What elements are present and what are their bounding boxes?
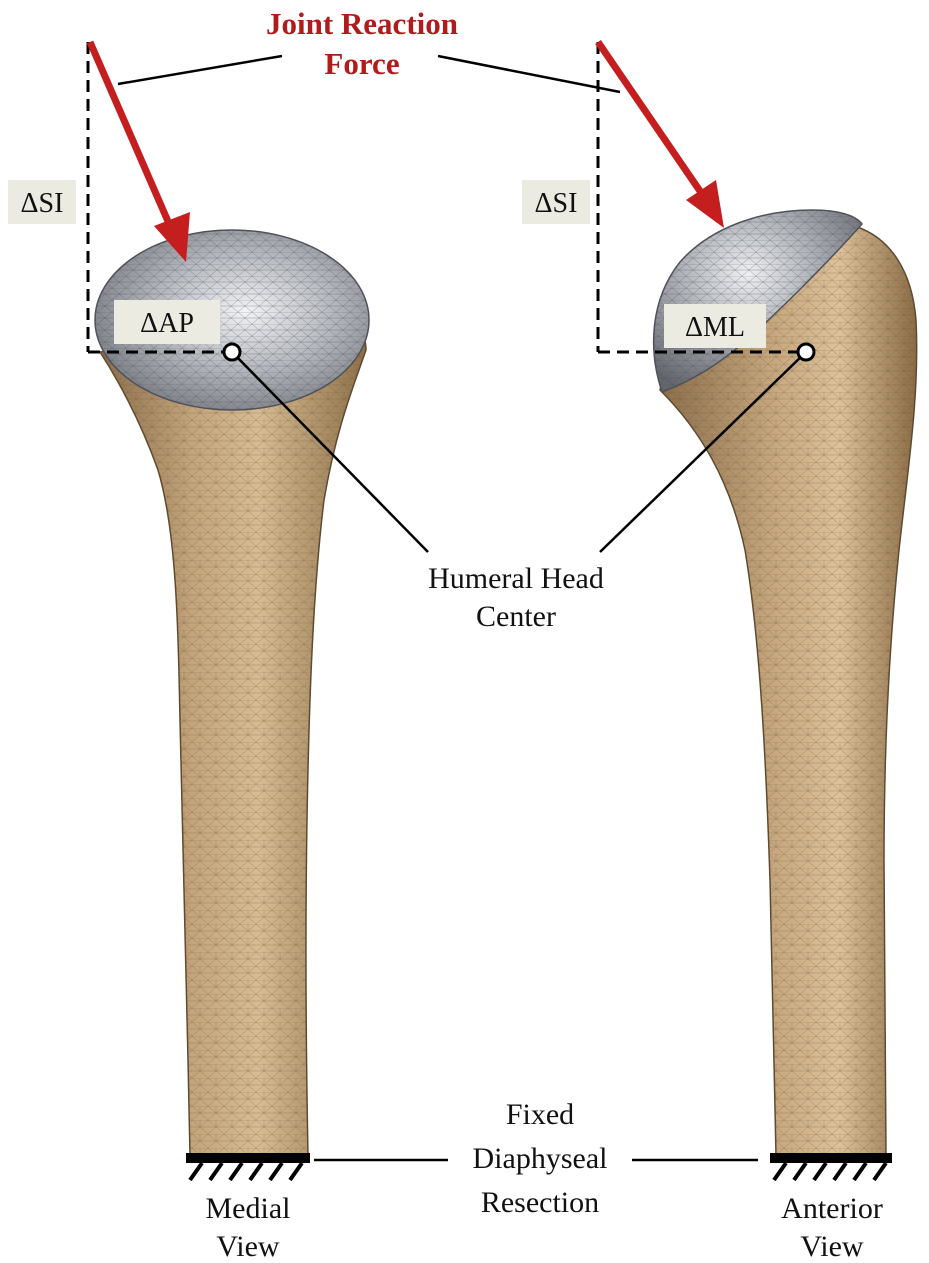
title-leader-left — [118, 56, 282, 84]
left-fixed-support — [186, 1153, 310, 1180]
right-force-arrow — [598, 42, 724, 228]
fixed-line3: Resection — [481, 1186, 599, 1219]
si-left-label: ΔSI — [21, 188, 64, 219]
title-line2: Force — [324, 46, 399, 81]
left-humerus — [95, 230, 369, 1155]
title-line1: Joint Reaction — [266, 6, 458, 41]
fixed-line1: Fixed — [506, 1098, 574, 1131]
title-leader-right — [438, 56, 620, 92]
anterior-line2: View — [800, 1230, 864, 1263]
medial-line1: Medial — [206, 1192, 291, 1225]
left-bone-mesh — [100, 312, 366, 1155]
head-center-line1: Humeral Head — [428, 562, 604, 595]
medial-line2: View — [216, 1230, 280, 1263]
ap-label: ΔAP — [140, 308, 194, 339]
si-right-label: ΔSI — [535, 188, 578, 219]
fixed-line2: Diaphyseal — [473, 1142, 608, 1175]
left-head-center-marker — [224, 344, 240, 360]
right-fixed-support — [770, 1153, 892, 1180]
anterior-line1: Anterior — [781, 1192, 883, 1225]
ml-label: ΔML — [685, 312, 745, 343]
head-center-line2: Center — [476, 600, 556, 633]
right-head-center-marker — [798, 344, 814, 360]
